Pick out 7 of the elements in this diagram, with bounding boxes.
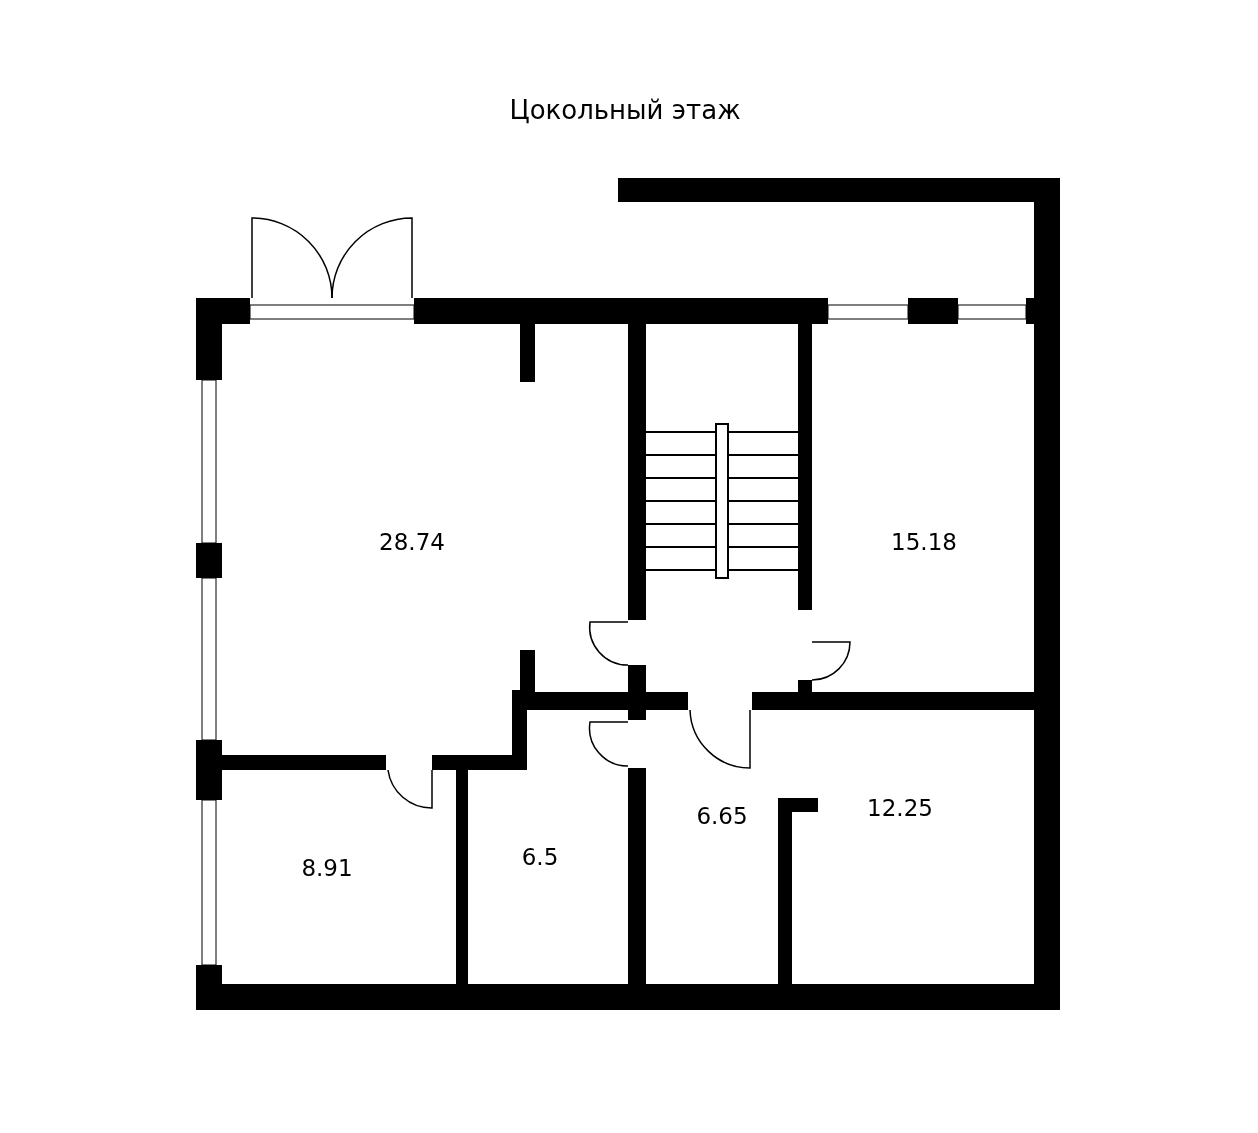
plan-title: Цокольный этаж (509, 95, 741, 125)
area-label: 15.18 (891, 529, 957, 555)
area-label: 28.74 (379, 529, 445, 555)
area-label: 6.65 (696, 803, 748, 829)
area-label: 6.5 (521, 844, 559, 870)
area-label: 12.25 (867, 795, 933, 821)
area-label: 8.91 (301, 855, 353, 881)
